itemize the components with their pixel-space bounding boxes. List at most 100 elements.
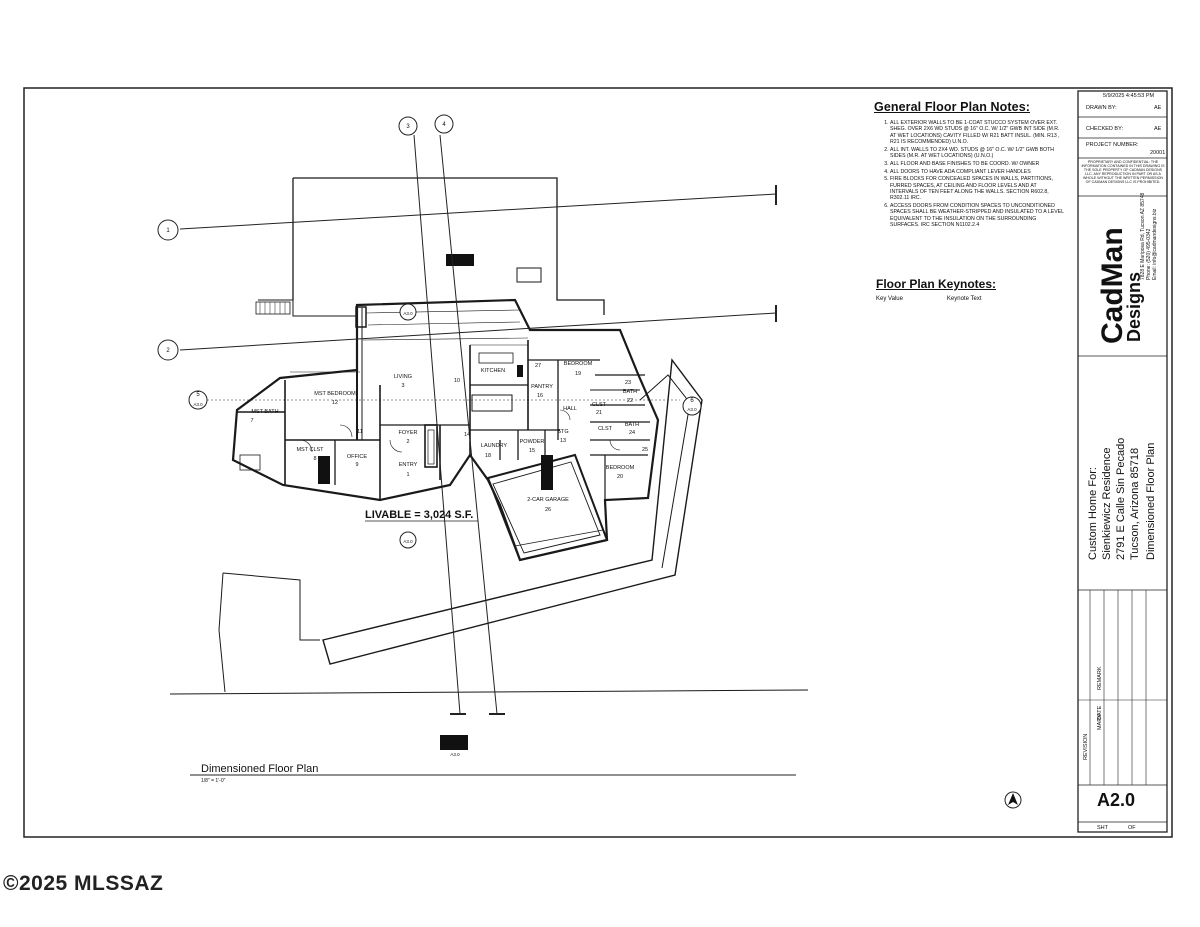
svg-text:24: 24 [629,430,635,436]
livable-area: LIVABLE = 3,024 S.F. [365,509,473,521]
svg-text:CadMan: CadMan [1096,227,1129,344]
project-number-label: PROJECT NUMBER: [1086,142,1139,148]
room-stg: STG [557,429,568,435]
svg-text:REVISION: REVISION [1083,734,1089,760]
proprietary-notice: PROPRIETARY AND CONFIDENTIAL: THE INFORM… [1081,160,1164,184]
room-bath-b: BATH [625,422,639,428]
project-line1: Custom Home For: [1087,467,1099,560]
svg-text:22: 22 [627,398,633,404]
drawing-scale: 1/8" = 1'-0" [201,778,226,784]
svg-text:A3.0: A3.0 [687,407,697,412]
north-arrow-icon [1008,793,1018,805]
firm-phone: Phone: (520) 495-0342 [1146,228,1152,280]
svg-text:23: 23 [625,380,631,386]
drawn-by-value: AE [1154,105,1162,111]
note-item: All exterior walls to be 1-coat stucco s… [890,120,1064,145]
note-item: All floor and base finishes to be coord.… [890,161,1064,167]
svg-text:5: 5 [196,392,200,398]
svg-text:16: 16 [537,393,543,399]
floor-plan-keynotes: Floor Plan Keynotes: Key Value Keynote T… [876,277,1066,302]
svg-text:11: 11 [357,429,363,435]
project-number-value: 20001 [1150,150,1165,156]
room-labels: MST BEDROOM 12 MST BATH MST CLST OFFICE … [250,361,648,513]
svg-text:3: 3 [401,383,404,389]
floor-plan-drawing [169,177,809,695]
drawn-by-label: DRAWN BY: [1086,105,1117,111]
room-pantry: PANTRY [531,384,553,390]
svg-text:9: 9 [355,462,358,468]
svg-text:8: 8 [313,456,316,462]
svg-text:19: 19 [575,371,581,377]
svg-text:REMARK: REMARK [1097,666,1103,690]
room-bedroom-lower: BEDROOM [606,465,635,471]
note-item: All doors to have ada compliant lever ha… [890,169,1064,175]
title-block [1077,90,1168,833]
project-line3: 2791 E Calle Sin Pecado [1115,438,1127,560]
keynotes-col-text: Keynote Text [946,296,982,302]
of-label: OF [1128,825,1136,831]
sheet-border [23,87,1173,838]
room-office: OFFICE [347,454,367,460]
firm-email: Email: info@cadmandesigns.biz [1152,208,1158,280]
svg-text:2: 2 [406,439,409,445]
room-foyer: FOYER [399,430,418,436]
project-line5: Dimensioned Floor Plan [1145,443,1157,560]
svg-text:4: 4 [442,122,446,128]
room-mst-bedroom: MST BEDROOM [314,391,356,397]
mls-watermark: ©2025 MLSSAZ [3,872,164,895]
room-mst-clst: MST CLST [296,447,324,453]
note-item: Access doors from condition spaces to un… [890,203,1064,228]
room-bath-a: BATH [623,389,637,395]
svg-text:MARK: MARK [1097,714,1103,730]
general-notes-title: General Floor Plan Notes: [874,100,1031,114]
svg-text:2: 2 [166,348,170,354]
project-info: Custom Home For: Sienkiewicz Residence 2… [1087,438,1157,560]
room-clst-a: CLST [592,402,607,408]
cadman-logo: CadMan Designs 7828 E Mariposa Rd, Tucso… [1096,193,1158,344]
grid-lines [179,134,777,715]
svg-text:26: 26 [545,507,551,513]
room-hall: HALL [563,406,577,412]
note-item: Fire blocks for concealed spaces in wall… [890,176,1064,201]
svg-text:A3.0: A3.0 [403,539,413,544]
room-mst-bath: MST BATH [251,409,278,415]
svg-text:25: 25 [642,447,648,453]
project-line2: Sienkiewicz Residence [1101,448,1113,561]
svg-text:10: 10 [454,378,460,384]
sheet-number: A2.0 [1097,790,1135,810]
drawing-title: Dimensioned Floor Plan [201,763,318,775]
svg-text:12: 12 [332,400,338,406]
svg-text:15: 15 [529,448,535,454]
project-line4: Tucson, Arizona 85718 [1129,448,1141,560]
svg-text:21: 21 [596,410,602,416]
svg-text:A3.0: A3.0 [403,311,413,316]
room-kitchen: KITCHEN [481,368,505,374]
svg-text:3: 3 [406,124,410,130]
svg-text:1: 1 [166,228,170,234]
svg-text:6: 6 [690,398,694,404]
svg-text:7: 7 [250,418,253,424]
svg-text:1: 1 [406,472,409,478]
room-bedroom-upper: BEDROOM [564,361,593,367]
svg-text:14: 14 [464,432,470,438]
room-garage: 2-CAR GARAGE [527,497,569,503]
room-living: LIVING [394,374,412,380]
svg-text:Designs: Designs [1124,272,1144,342]
general-notes-list: All exterior walls to be 1-coat stucco s… [874,120,1064,228]
svg-text:27: 27 [535,363,541,369]
checked-by-label: CHECKED BY: [1086,126,1123,132]
general-notes: General Floor Plan Notes: All exterior w… [874,100,1064,230]
grid-markers [157,114,1022,809]
svg-text:A3.0: A3.0 [193,402,203,407]
svg-text:18: 18 [485,453,491,459]
firm-address: 7828 E Mariposa Rd, Tucson AZ 85748 [1140,193,1146,280]
checked-by-value: AE [1154,126,1162,132]
room-entry: ENTRY [399,462,418,468]
svg-text:20: 20 [617,474,623,480]
sht-label: SHT [1097,825,1109,831]
plan-black-marks [318,254,553,750]
room-clst-b: CLST [598,426,613,432]
room-laundry: LAUNDRY [481,443,508,449]
svg-text:13: 13 [560,438,566,444]
